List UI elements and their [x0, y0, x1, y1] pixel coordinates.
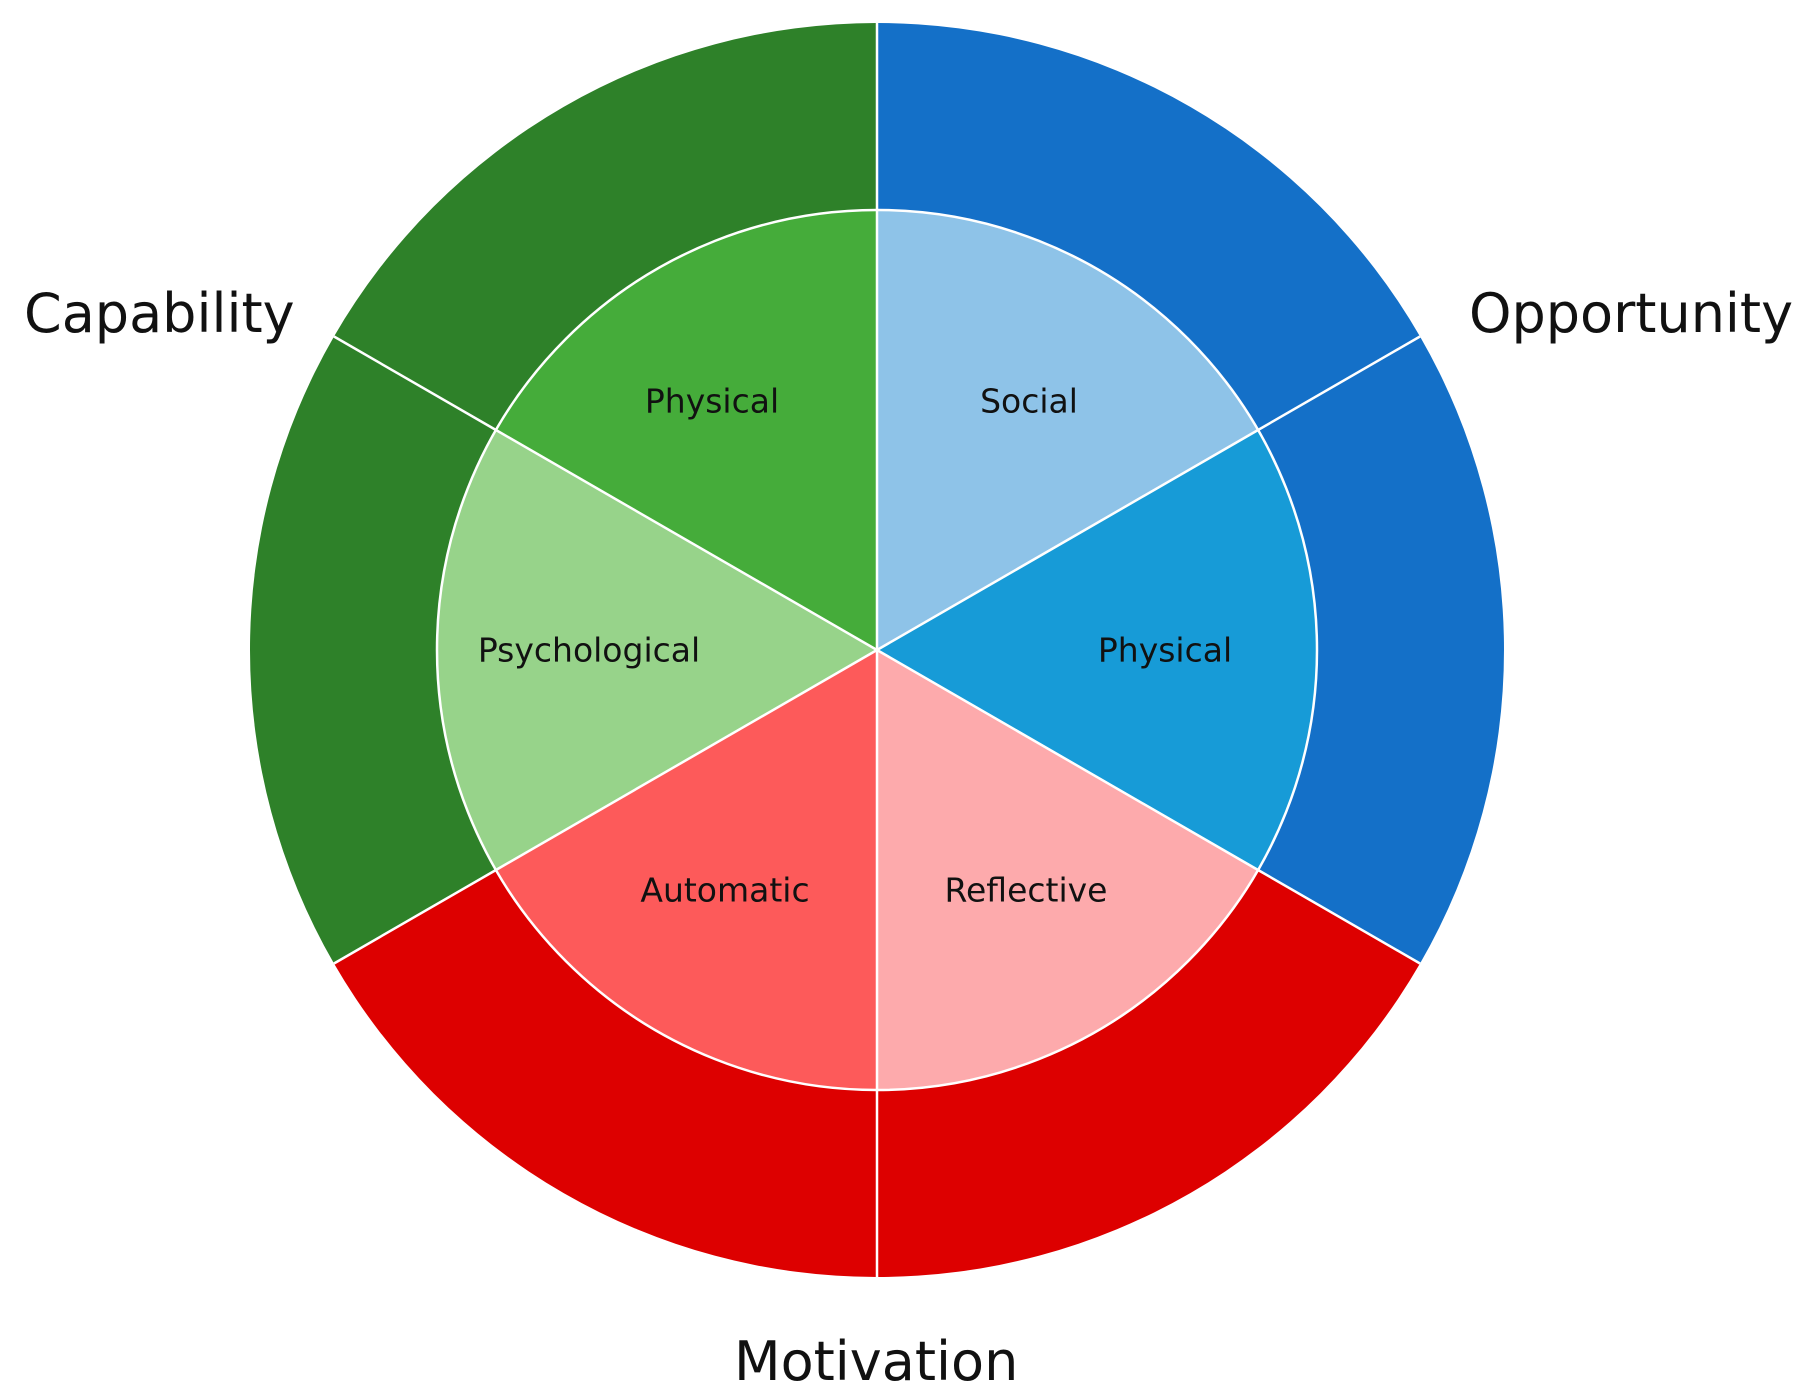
outer-divider-line — [333, 868, 497, 965]
dividers — [333, 23, 1421, 1277]
inner-divider-line — [495, 428, 878, 652]
inner-label-capability-psychological: Psychological — [478, 631, 700, 670]
inner-divider-line — [495, 648, 878, 872]
inner-segment-capability-physical — [495, 210, 877, 650]
inner-segment-opportunity-physical — [877, 430, 1317, 870]
inner-segment-motivation-automatic — [495, 650, 877, 1090]
inner-divider-line — [876, 648, 1259, 872]
outer-ring-segment-opportunity — [877, 23, 1504, 964]
inner-segment-opportunity-social — [877, 210, 1259, 650]
inner-label-capability-physical: Physical — [645, 382, 779, 421]
inner-segments — [436, 210, 1317, 1090]
motivation-label: Motivation — [734, 1330, 1019, 1393]
outer-divider-line — [333, 335, 497, 432]
inner-label-motivation-automatic: Automatic — [640, 871, 809, 910]
outer-divider-line — [1257, 335, 1421, 432]
opportunity-label: Opportunity — [1469, 282, 1794, 345]
inner-label-opportunity-social: Social — [980, 382, 1078, 421]
inner-segment-capability-psychological — [436, 430, 877, 870]
inner-divider-line — [876, 428, 1259, 652]
inner-label-motivation-reflective: Reflective — [945, 871, 1108, 910]
outer-ring-segment-capability — [250, 23, 877, 964]
outer-ring — [250, 23, 1504, 1277]
outer-ring-segment-motivation — [334, 870, 1420, 1277]
inner-label-opportunity-physical: Physical — [1098, 631, 1232, 670]
inner-segment-motivation-reflective — [877, 650, 1259, 1090]
capability-label: Capability — [24, 282, 295, 345]
outer-divider-line — [1257, 868, 1421, 965]
